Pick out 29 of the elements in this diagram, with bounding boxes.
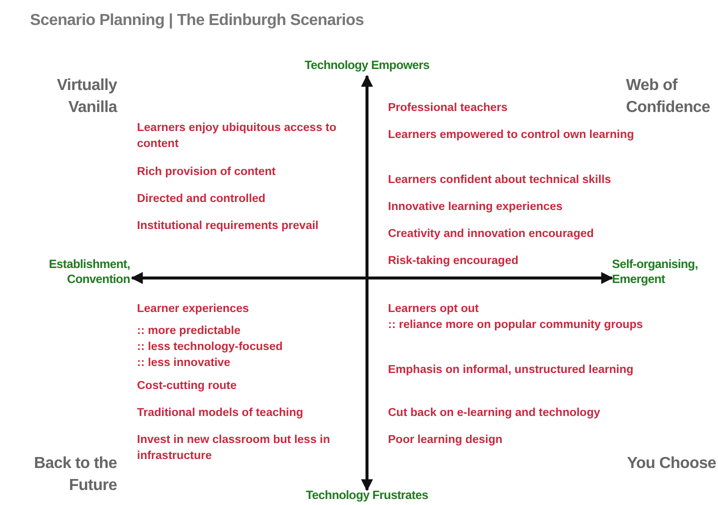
scenario-name: Back to the Future (33, 454, 117, 496)
scenario-point: Cut back on e-learning and technology (388, 406, 602, 421)
scenario-point: :: reliance more on popular community groups (388, 318, 644, 333)
scenario-point: Invest in new classroom but less in infrastructure (137, 433, 332, 464)
scenario-point: Learners confident about technical skills (388, 173, 612, 188)
axis-label: Establishment, Convention (48, 257, 130, 287)
scenario-point: Directed and controlled (137, 192, 266, 207)
scenario-point: Cost-cutting route (137, 379, 238, 394)
scenario-name: Virtually Vanilla (56, 76, 117, 118)
scenario-point: Institutional requirements prevail (137, 219, 320, 234)
scenario-point: Poor learning design (388, 433, 504, 448)
scenario-point: :: less innovative (137, 356, 232, 371)
scenario-point: Rich provision of content (137, 165, 277, 180)
axis-label: Technology Empowers (304, 58, 430, 73)
scenario-point: Learner experiences (137, 302, 250, 317)
axis-label: Technology Frustrates (304, 488, 430, 503)
scenario-point: Traditional models of teaching (137, 406, 304, 421)
title: Scenario Planning | The Edinburgh Scenarios (30, 12, 364, 30)
scenario-point: :: less technology-focused (137, 340, 284, 355)
scenario-point: Innovative learning experiences (388, 200, 564, 215)
scenario-point: Creativity and innovation encouraged (388, 227, 595, 242)
axis-label: Self-organising, Emergent (612, 257, 699, 287)
scenario-point: Learners enjoy ubiquitous access to content (137, 121, 338, 152)
scenario-point: :: more predictable (137, 324, 242, 339)
scenario-name: Web of Confidence (626, 76, 712, 118)
scenario-point: Learners opt out (388, 302, 480, 317)
scenario-point: Emphasis on informal, unstructured learning (388, 363, 634, 378)
scenario-name: You Choose (627, 454, 717, 474)
scenario-point: Learners empowered to control own learning (388, 128, 636, 143)
